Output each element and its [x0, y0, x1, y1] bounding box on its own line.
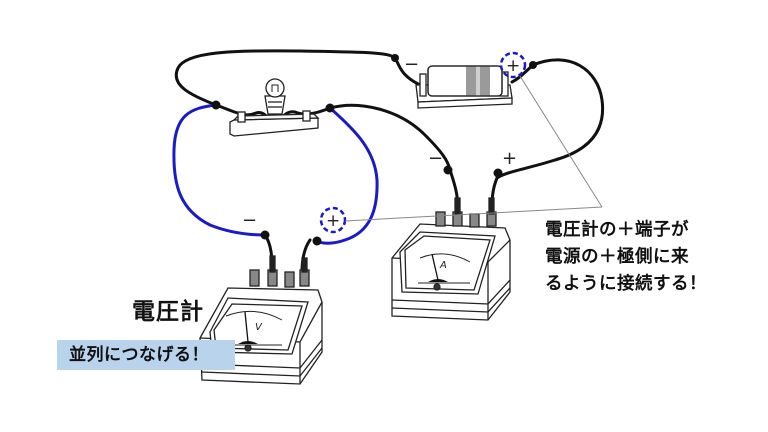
callout-line: るように接続する！ [545, 274, 707, 294]
wire-lamp-to-battery-negative [174, 49, 422, 107]
callout-text: 電圧計の＋端子が 電源の＋極側に来 るように接続する！ [545, 217, 755, 298]
battery [415, 65, 513, 109]
junction-ammeter-positive [493, 168, 503, 178]
voltmeter-positive-sign: + [326, 211, 340, 231]
wire-voltmeter-positive [316, 106, 379, 245]
wire-voltmeter-negative [172, 103, 267, 237]
ammeter-needle [431, 253, 439, 281]
battery-positive-sign: + [506, 56, 520, 76]
voltmeter-note-badge: 並列につなげる！ [57, 340, 235, 370]
voltmeter-wires [172, 103, 379, 245]
leader-to-battery-positive [519, 75, 603, 208]
main-circuit-wires [174, 49, 605, 214]
lamp-socket [264, 95, 286, 115]
junction-ammeter-negative [443, 165, 453, 175]
lamp-terminal-right [302, 110, 311, 122]
callout-leader-lines [344, 75, 603, 222]
junction-battery-positive [529, 61, 537, 69]
callout-line: 電源の＋極側に来 [545, 247, 689, 267]
voltmeter-label: 電圧計 [132, 299, 204, 325]
wire-lamp-to-ammeter-negative [328, 103, 460, 212]
junction-lamp-right [325, 103, 335, 113]
voltmeter-positive-highlight: + [319, 206, 347, 234]
leader-to-voltmeter-positive [344, 206, 603, 222]
ammeter-dial-letter: A [439, 260, 447, 271]
voltmeter-terminal-1 [249, 269, 260, 287]
ammeter-negative-sign: − [428, 148, 443, 169]
junction-voltmeter-negative [260, 230, 270, 240]
junction-battery-negative [391, 54, 399, 62]
ammeter-positive-sign: + [502, 148, 517, 169]
junction-lamp-left [211, 100, 221, 110]
ammeter [391, 197, 511, 321]
voltmeter-terminal-3 [284, 271, 295, 288]
lamp-terminal-left [237, 111, 246, 123]
callout-line: 電圧計の＋端子が [545, 220, 689, 240]
voltmeter-negative-sign: − [242, 210, 257, 231]
voltmeter-dial-letter: V [255, 322, 263, 333]
ammeter-face [399, 231, 496, 295]
battery-cell [427, 65, 503, 97]
junction-dots [211, 54, 537, 246]
lamp [229, 78, 320, 137]
ammeter-terminal-1 [435, 211, 446, 227]
ammeter-terminal-3 [469, 213, 480, 228]
junction-voltmeter-positive [312, 236, 322, 246]
battery-positive-highlight: + [499, 51, 527, 79]
lamp-bulb [265, 78, 285, 98]
voltmeter-needle [244, 311, 249, 343]
battery-negative-sign: − [404, 54, 419, 75]
